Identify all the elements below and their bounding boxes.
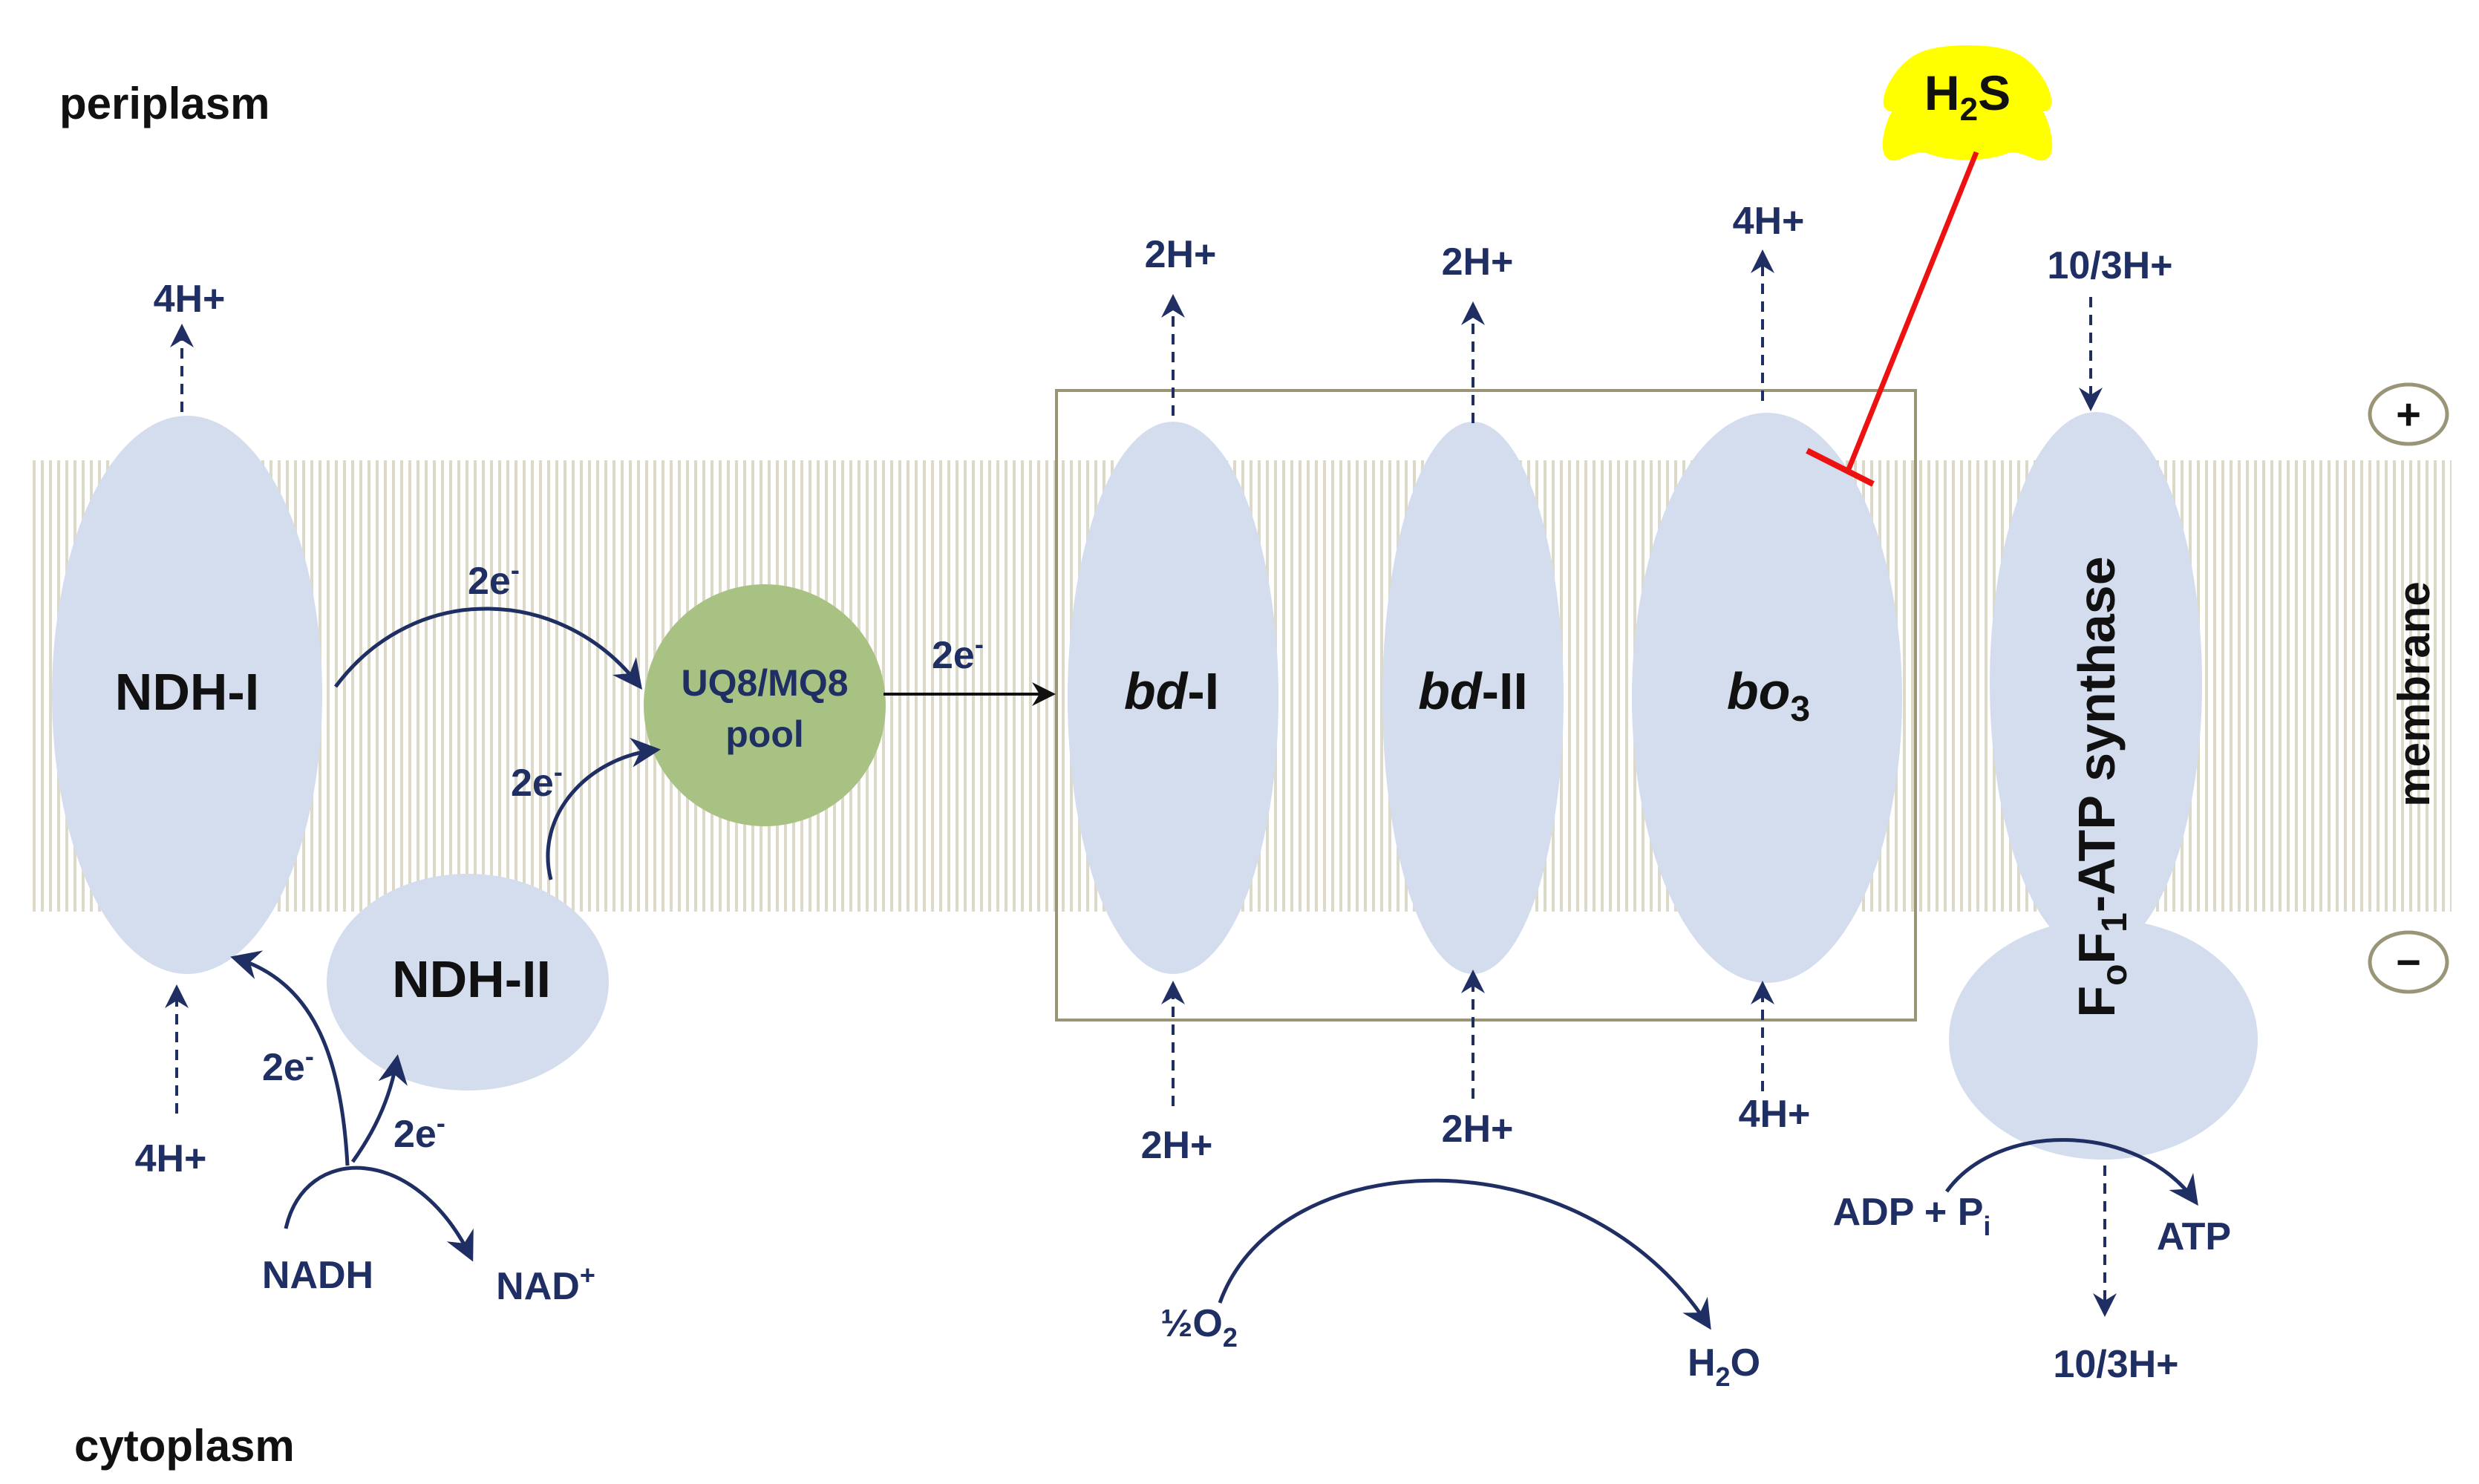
bd1-proton-out-label: 2H+	[1145, 233, 1217, 276]
h2s-inhibitor: H2S	[1882, 45, 2053, 161]
atp-synthase-fo	[1990, 412, 2202, 954]
nadh-ndh1-electron-label: 2e-	[262, 1041, 314, 1089]
ndh1-complex	[52, 416, 322, 974]
atp-proton-in-label: 10/3H+	[2047, 244, 2172, 287]
h2s-inhibition-line	[1806, 151, 1979, 487]
ndh1-proton-in-label: 4H+	[135, 1137, 207, 1180]
atp-synthase-label: FoF1-ATP synthase	[2068, 556, 2135, 1017]
atp-label: ATP	[2157, 1215, 2231, 1258]
nadh-ndh2-electron-label: 2e-	[393, 1108, 445, 1156]
bo3-proton-in-label: 4H+	[1739, 1093, 1811, 1136]
bd2-label: bd-II	[1418, 662, 1528, 720]
atp-proton-out-label: 10/3H+	[2053, 1343, 2178, 1386]
bd2-complex	[1382, 422, 1564, 974]
bo3-proton-out-label: 4H+	[1733, 200, 1805, 243]
nadh-to-ndh1-arrow	[230, 950, 350, 1166]
water-label: H2O	[1688, 1341, 1760, 1392]
svg-text:−: −	[2396, 938, 2421, 987]
membrane-label: membrane	[2389, 581, 2439, 806]
negative-side-sign: −	[2368, 930, 2449, 994]
bd1-complex	[1068, 422, 1278, 974]
nadh-label: NADH	[262, 1254, 373, 1297]
adp-to-atp-arrow	[1944, 1138, 2198, 1206]
bd1-proton-in-label: 2H+	[1141, 1124, 1213, 1167]
bd2-proton-out-label: 2H+	[1442, 241, 1514, 284]
nadh-to-ndh2-arrow	[350, 1054, 408, 1163]
ndh1-to-pool-arrow	[333, 607, 643, 690]
pool-label-line2: pool	[725, 713, 804, 755]
quinone-pool	[644, 584, 886, 826]
ndh2-label: NDH-II	[392, 950, 551, 1008]
positive-side-sign: +	[2368, 382, 2449, 446]
periplasm-label: periplasm	[59, 79, 270, 128]
ndh1-proton-out-label: 4H+	[154, 278, 226, 321]
cytoplasm-label: cytoplasm	[74, 1421, 295, 1471]
adp-label: ADP + Pi	[1833, 1191, 1991, 1241]
oxygen-to-water-arrow	[1218, 1178, 1711, 1330]
ndh2-electron-label: 2e-	[511, 756, 563, 805]
bo3-label: bo3	[1727, 662, 1810, 729]
bd2-proton-in-label: 2H+	[1442, 1108, 1514, 1151]
ndh2-complex	[327, 874, 609, 1091]
svg-text:+: +	[2396, 390, 2421, 439]
ndh1-label: NDH-I	[115, 663, 259, 721]
pool-electron-label: 2e-	[932, 629, 984, 677]
bd1-label: bd-I	[1124, 662, 1219, 720]
oxygen-label: ½O2	[1160, 1302, 1238, 1353]
pool-label-line1: UQ8/MQ8	[681, 662, 848, 704]
atp-synthase-f1	[1949, 919, 2258, 1160]
svg-text:H2S: H2S	[1924, 65, 2011, 128]
nad-label: NAD+	[496, 1260, 595, 1308]
nadh-to-nad-arrow	[284, 1166, 474, 1262]
ndh1-electron-label: 2e-	[468, 555, 520, 603]
terminal-oxidase-box	[1055, 389, 1917, 1022]
bo3-complex	[1632, 413, 1902, 983]
ndh2-to-pool-arrow	[546, 737, 661, 880]
